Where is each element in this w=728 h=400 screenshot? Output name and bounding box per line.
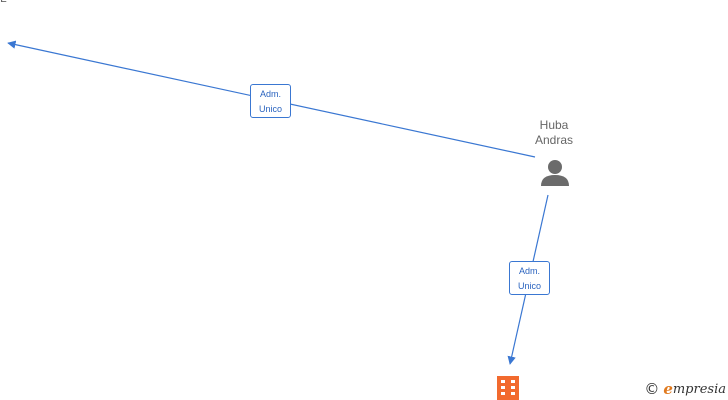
- building-icon[interactable]: [497, 376, 519, 400]
- copyright-symbol: ©: [644, 380, 660, 398]
- empresia-watermark: © e mpresia: [644, 380, 726, 398]
- brand-initial: e: [663, 380, 673, 398]
- person-first-name: Huba: [539, 118, 569, 132]
- top-left-node-label: L: [0, 0, 7, 6]
- edge-label-bottom: Adm. Unico: [509, 261, 550, 295]
- edge-label-bottom-line2: Unico: [517, 281, 541, 291]
- person-last-name: Andras: [534, 133, 574, 147]
- brand-rest: mpresia: [672, 381, 726, 397]
- edge-label-top-line2: Unico: [258, 104, 282, 114]
- edge-label-bottom-line1: Adm.: [518, 266, 540, 276]
- person-name-label[interactable]: Huba Andras: [528, 118, 580, 148]
- edge-label-top-line1: Adm.: [259, 89, 281, 99]
- person-icon[interactable]: [541, 160, 569, 186]
- edge-label-top: Adm. Unico: [250, 84, 291, 118]
